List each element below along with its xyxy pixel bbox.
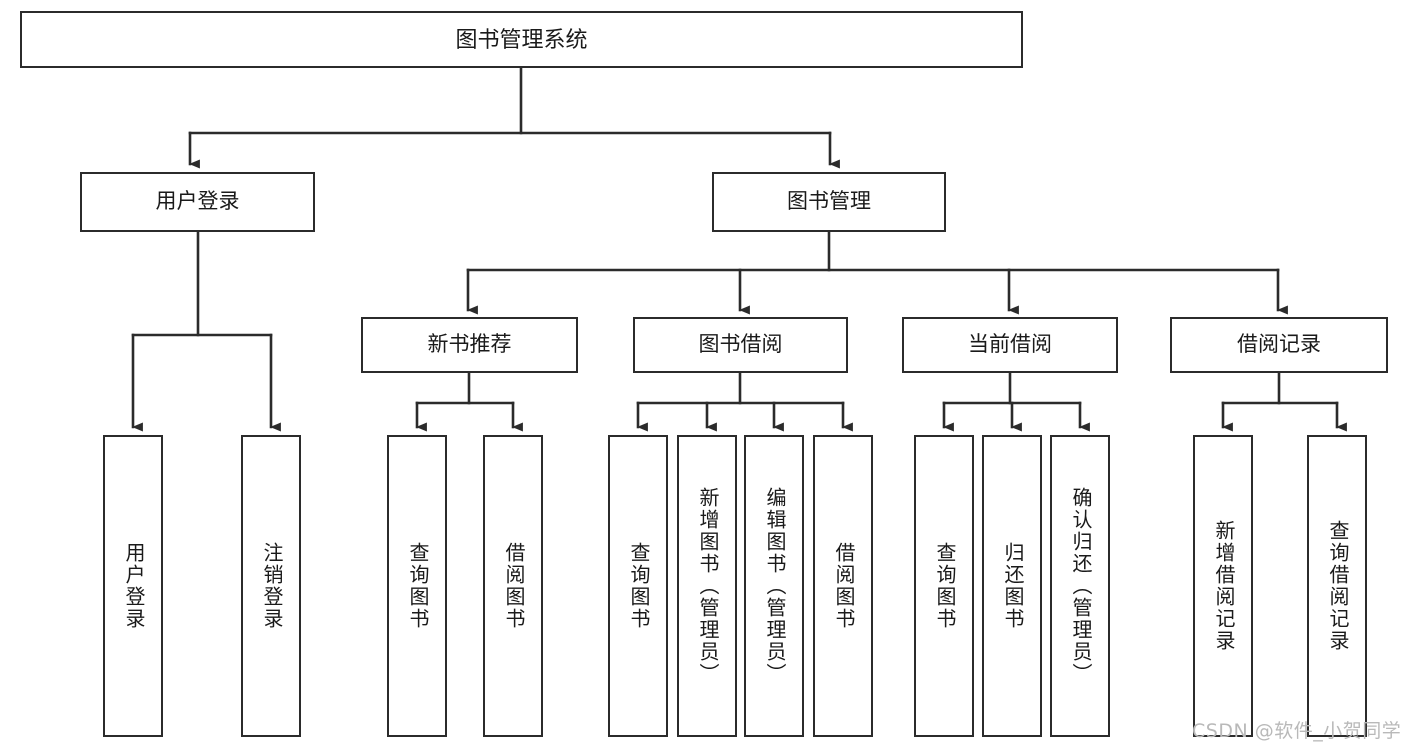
csdn-watermark: CSDN @软件_小贺同学 xyxy=(1192,720,1402,742)
leaf-user-login-label: 用户登录 xyxy=(122,542,144,630)
leaf-edit-book-label: 编辑图书（管理员） xyxy=(763,487,785,685)
leaf-add-book-label: 新增图书（管理员） xyxy=(696,487,718,685)
leaf-query-book-3-label: 查询图书 xyxy=(933,542,955,630)
leaf-confirm-return[interactable]: 确认归还（管理员） xyxy=(1050,435,1110,737)
node-new-book-rec-label: 新书推荐 xyxy=(427,332,512,356)
leaf-add-record-label: 新增借阅记录 xyxy=(1212,520,1234,652)
leaf-user-logout[interactable]: 注销登录 xyxy=(241,435,301,737)
leaf-return-book[interactable]: 归还图书 xyxy=(982,435,1042,737)
leaf-borrow-book-1-label: 借阅图书 xyxy=(502,542,524,630)
leaf-query-record-label: 查询借阅记录 xyxy=(1326,520,1348,652)
node-user-login[interactable]: 用户登录 xyxy=(80,172,315,232)
leaf-confirm-return-label: 确认归还（管理员） xyxy=(1069,487,1091,685)
leaf-add-book[interactable]: 新增图书（管理员） xyxy=(677,435,737,737)
node-user-login-label: 用户登录 xyxy=(155,189,240,213)
leaf-user-login[interactable]: 用户登录 xyxy=(103,435,163,737)
leaf-query-record[interactable]: 查询借阅记录 xyxy=(1307,435,1367,737)
leaf-query-book-3[interactable]: 查询图书 xyxy=(914,435,974,737)
node-current-borrow[interactable]: 当前借阅 xyxy=(902,317,1118,373)
node-borrow-record-label: 借阅记录 xyxy=(1237,332,1321,356)
leaf-user-logout-label: 注销登录 xyxy=(260,542,282,630)
leaf-query-book-2-label: 查询图书 xyxy=(627,542,649,630)
node-book-manage-label: 图书管理 xyxy=(787,189,871,213)
leaf-query-book-1-label: 查询图书 xyxy=(406,542,428,630)
leaf-add-record[interactable]: 新增借阅记录 xyxy=(1193,435,1253,737)
leaf-borrow-book-2-label: 借阅图书 xyxy=(832,542,854,630)
node-root-label: 图书管理系统 xyxy=(455,26,588,52)
leaf-borrow-book-1[interactable]: 借阅图书 xyxy=(483,435,543,737)
leaf-query-book-1[interactable]: 查询图书 xyxy=(387,435,447,737)
node-current-borrow-label: 当前借阅 xyxy=(968,332,1052,356)
leaf-query-book-2[interactable]: 查询图书 xyxy=(608,435,668,737)
leaf-borrow-book-2[interactable]: 借阅图书 xyxy=(813,435,873,737)
node-new-book-rec[interactable]: 新书推荐 xyxy=(361,317,578,373)
leaf-edit-book[interactable]: 编辑图书（管理员） xyxy=(744,435,804,737)
node-book-manage[interactable]: 图书管理 xyxy=(712,172,946,232)
node-book-borrow[interactable]: 图书借阅 xyxy=(633,317,848,373)
node-borrow-record[interactable]: 借阅记录 xyxy=(1170,317,1388,373)
leaf-return-book-label: 归还图书 xyxy=(1001,542,1023,630)
node-book-borrow-label: 图书借阅 xyxy=(698,332,783,356)
node-root[interactable]: 图书管理系统 xyxy=(20,11,1023,68)
